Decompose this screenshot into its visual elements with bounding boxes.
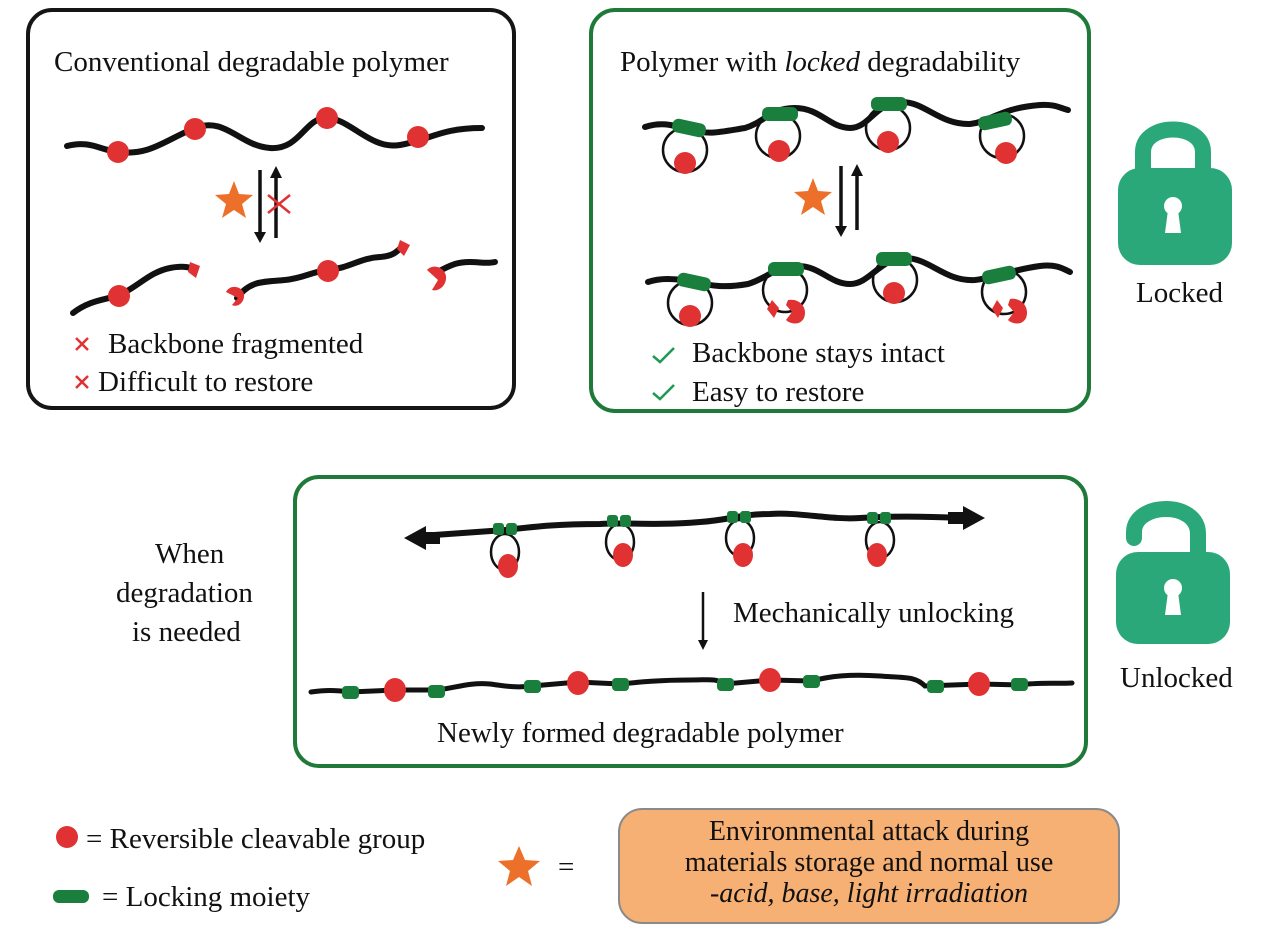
side-label-line-3: is needed xyxy=(132,616,241,648)
locking-moiety xyxy=(677,272,711,292)
side-label-line-2: degradation xyxy=(116,577,253,609)
locking-moiety xyxy=(876,252,912,266)
cross-icon xyxy=(75,337,89,351)
cleavable-group xyxy=(317,260,339,282)
cleavable-group xyxy=(108,285,130,307)
cleavable-group xyxy=(674,152,696,174)
locking-moiety xyxy=(982,265,1016,285)
env-box-line-2: materials storage and normal use xyxy=(684,847,1054,878)
cleaved-half xyxy=(427,266,447,291)
title-emphasis: locked xyxy=(784,46,861,78)
cleaved-half xyxy=(767,300,779,318)
outcome-backbone-intact: Backbone stays intact xyxy=(692,337,945,369)
stimulus-star-icon xyxy=(215,181,253,218)
cleaved-half xyxy=(786,299,806,324)
newly-formed-polymer-label: Newly formed degradable polymer xyxy=(437,717,844,749)
side-label-line-1: When xyxy=(155,538,225,570)
cleavable-group xyxy=(995,142,1017,164)
locked-padlock-icon xyxy=(1118,121,1232,265)
cleavable-group xyxy=(679,305,701,327)
locked-label: Locked xyxy=(1136,277,1223,309)
outcome-easy-to-restore: Easy to restore xyxy=(692,376,865,408)
cleavable-group xyxy=(316,107,338,129)
cleavable-group xyxy=(567,671,589,695)
cleavable-group xyxy=(968,672,990,696)
cleavable-group xyxy=(867,543,887,567)
locking-moiety xyxy=(607,515,631,527)
cleavable-group xyxy=(877,131,899,153)
cleaved-half xyxy=(1008,298,1028,324)
cleavable-group xyxy=(733,543,753,567)
locked-backbone xyxy=(642,98,1071,136)
cross-icon xyxy=(75,375,89,389)
env-dash: - xyxy=(709,878,720,909)
env-stimuli-list: acid, base, light irradiation xyxy=(719,878,1029,909)
locking-moiety xyxy=(762,107,798,121)
outcome-difficult-to-restore: Difficult to restore xyxy=(98,366,314,398)
env-box-line-3: -acid, base, light irradiation xyxy=(620,878,1118,909)
green-bar-icon xyxy=(53,890,89,903)
env-box-line-1: Environmental attack during xyxy=(708,816,1030,847)
check-icon xyxy=(652,384,675,401)
cleaved-half xyxy=(188,262,200,278)
pull-right-arrow-icon xyxy=(948,506,985,530)
cleavable-group xyxy=(184,118,206,140)
legend-cleavable-group: = Reversible cleavable group xyxy=(86,823,426,855)
locking-moiety xyxy=(727,511,751,523)
unlocked-padlock-icon xyxy=(1116,501,1230,644)
locking-moiety xyxy=(867,512,891,524)
red-circle-icon xyxy=(56,826,78,848)
cleavable-group xyxy=(498,554,518,578)
title-prefix: Polymer with xyxy=(620,46,785,78)
cleavable-group xyxy=(613,543,633,567)
cleaved-half xyxy=(397,240,410,256)
cleavable-group xyxy=(883,282,905,304)
unlocked-label: Unlocked xyxy=(1120,662,1233,694)
environmental-attack-box: Environmental attack during materials st… xyxy=(618,808,1120,924)
legend-star-equals: = xyxy=(558,851,575,883)
cleavable-group xyxy=(759,668,781,692)
degradable-backbone xyxy=(308,672,1075,695)
locking-moiety xyxy=(342,675,1028,699)
cleavable-group xyxy=(384,678,406,702)
outcome-backbone-fragmented: Backbone fragmented xyxy=(108,328,364,360)
cleavable-group xyxy=(768,140,790,162)
stimulus-star-icon xyxy=(498,846,540,886)
cleaved-half xyxy=(992,300,1003,318)
locking-moiety xyxy=(978,111,1012,131)
legend-locking-moiety: = Locking moiety xyxy=(102,881,311,913)
cleavable-group xyxy=(407,126,429,148)
stretched-backbone xyxy=(417,510,963,539)
locking-moiety xyxy=(871,97,907,111)
stimulus-star-icon xyxy=(794,178,832,215)
locking-moiety xyxy=(672,118,706,138)
backbone-fragment xyxy=(70,263,197,316)
pull-left-arrow-icon xyxy=(404,526,440,550)
locking-moiety xyxy=(768,262,804,276)
locking-moiety xyxy=(493,523,517,535)
backbone-fragment xyxy=(434,258,498,275)
locked-panel-title: Polymer with locked degradability xyxy=(620,48,1020,77)
mechanically-unlocking-label: Mechanically unlocking xyxy=(733,597,1015,629)
title-suffix: degradability xyxy=(860,46,1021,78)
conventional-panel-title: Conventional degradable polymer xyxy=(54,46,449,78)
cleaved-half xyxy=(226,286,245,306)
blocked-cross-icon xyxy=(267,194,291,214)
cleavable-group xyxy=(107,141,129,163)
check-icon xyxy=(652,347,675,364)
